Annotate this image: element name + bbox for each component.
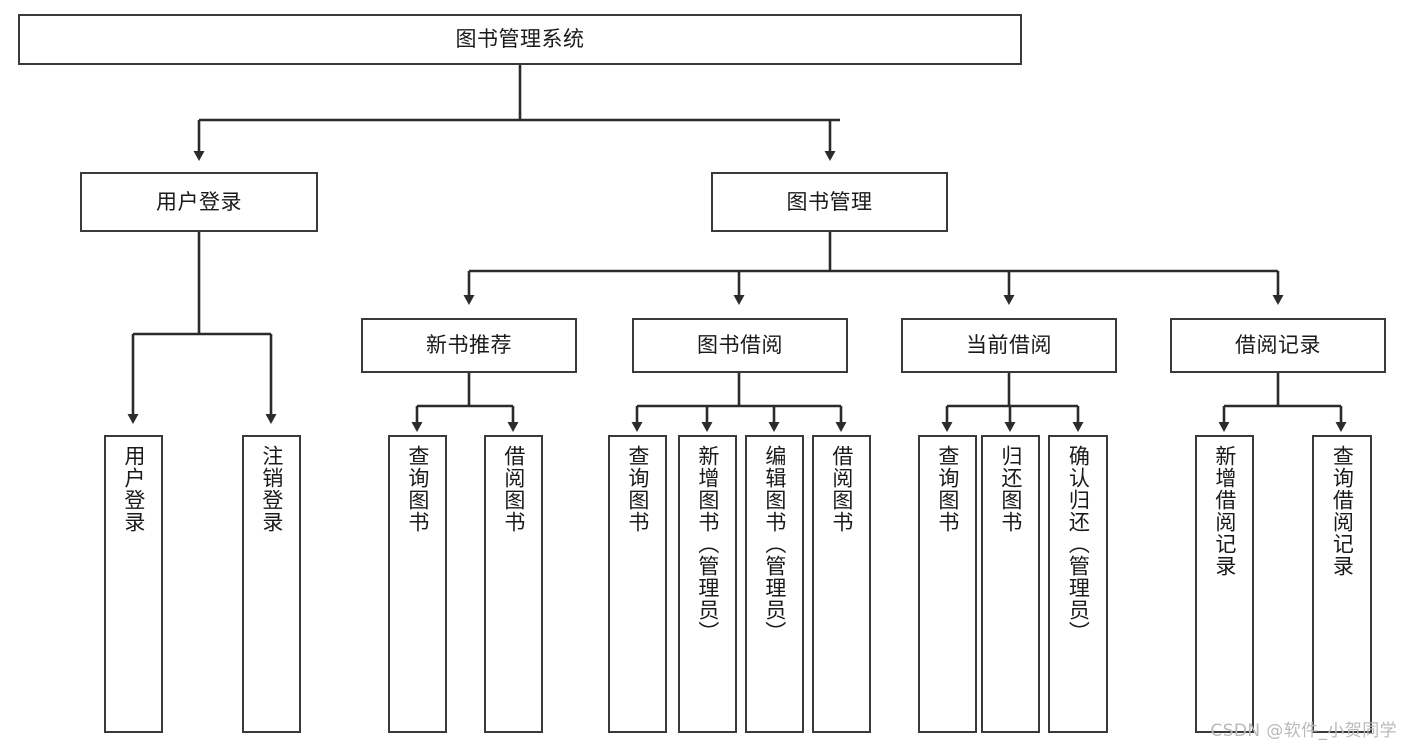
leaf-user-login-label: 用户登录 bbox=[121, 445, 146, 533]
node-current-borrowing[interactable]: 当前借阅 bbox=[901, 318, 1117, 373]
leaf-borrow-books-borrowing[interactable]: 借阅图书 bbox=[812, 435, 871, 733]
node-book-borrowing[interactable]: 图书借阅 bbox=[632, 318, 848, 373]
leaf-query-books-current[interactable]: 查询图书 bbox=[918, 435, 977, 733]
leaf-edit-book-admin[interactable]: 编辑图书（管理员） bbox=[745, 435, 804, 733]
node-root-library-management-system[interactable]: 图书管理系统 bbox=[18, 14, 1022, 65]
leaf-query-books-borrowing[interactable]: 查询图书 bbox=[608, 435, 667, 733]
node-new-book-recommendation-label: 新书推荐 bbox=[426, 333, 512, 358]
leaf-query-borrow-record[interactable]: 查询借阅记录 bbox=[1312, 435, 1372, 733]
node-user-login-label: 用户登录 bbox=[156, 189, 242, 214]
leaf-borrow-books-recommend[interactable]: 借阅图书 bbox=[484, 435, 543, 733]
leaf-edit-book-admin-label: 编辑图书（管理员） bbox=[762, 445, 787, 643]
leaf-borrow-books-borrowing-label: 借阅图书 bbox=[829, 445, 854, 533]
leaf-return-books-label: 归还图书 bbox=[998, 445, 1023, 533]
leaf-logout[interactable]: 注销登录 bbox=[242, 435, 301, 733]
leaf-confirm-return-admin[interactable]: 确认归还（管理员） bbox=[1048, 435, 1108, 733]
leaf-query-books-recommend-label: 查询图书 bbox=[405, 445, 430, 533]
leaf-add-book-admin-label: 新增图书（管理员） bbox=[695, 445, 720, 643]
node-root-label: 图书管理系统 bbox=[455, 27, 585, 52]
node-user-login[interactable]: 用户登录 bbox=[80, 172, 318, 232]
watermark-text: CSDN @软件_小贺同学 bbox=[1210, 721, 1397, 741]
node-new-book-recommendation[interactable]: 新书推荐 bbox=[361, 318, 577, 373]
leaf-query-books-borrowing-label: 查询图书 bbox=[625, 445, 650, 533]
node-book-borrowing-label: 图书借阅 bbox=[697, 333, 783, 358]
leaf-logout-label: 注销登录 bbox=[259, 445, 284, 533]
node-borrow-records-label: 借阅记录 bbox=[1235, 333, 1321, 358]
node-book-management-label: 图书管理 bbox=[786, 189, 873, 214]
leaf-query-borrow-record-label: 查询借阅记录 bbox=[1330, 445, 1355, 577]
leaf-query-books-current-label: 查询图书 bbox=[935, 445, 960, 533]
node-current-borrowing-label: 当前借阅 bbox=[966, 333, 1052, 358]
leaf-confirm-return-admin-label: 确认归还（管理员） bbox=[1066, 445, 1091, 643]
leaf-user-login[interactable]: 用户登录 bbox=[104, 435, 163, 733]
leaf-return-books[interactable]: 归还图书 bbox=[981, 435, 1040, 733]
leaf-query-books-recommend[interactable]: 查询图书 bbox=[388, 435, 447, 733]
leaf-add-borrow-record[interactable]: 新增借阅记录 bbox=[1195, 435, 1254, 733]
leaf-add-book-admin[interactable]: 新增图书（管理员） bbox=[678, 435, 737, 733]
node-borrow-records[interactable]: 借阅记录 bbox=[1170, 318, 1386, 373]
leaf-add-borrow-record-label: 新增借阅记录 bbox=[1212, 445, 1237, 577]
node-book-management[interactable]: 图书管理 bbox=[711, 172, 948, 232]
leaf-borrow-books-recommend-label: 借阅图书 bbox=[501, 445, 526, 533]
